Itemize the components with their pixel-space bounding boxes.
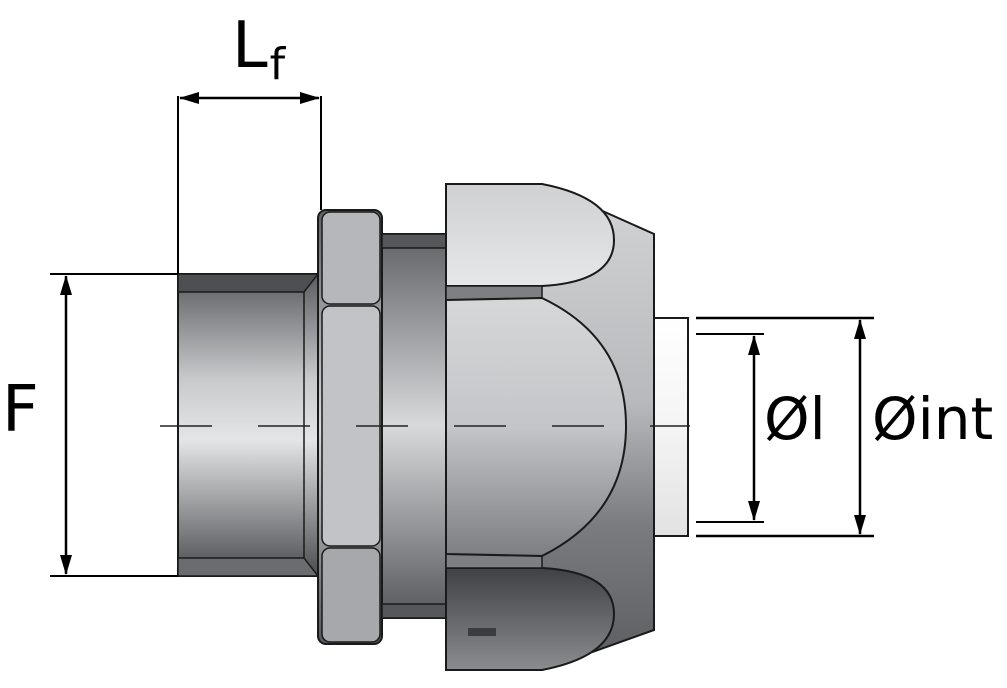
tube-stub	[653, 317, 689, 537]
ol-label: Øl	[764, 385, 826, 453]
threaded-body	[177, 273, 320, 577]
ol-dimension	[696, 333, 764, 523]
lf-label-main: L	[232, 9, 268, 83]
lf-label-subscript: f	[269, 39, 286, 90]
compression-cap	[445, 183, 655, 671]
hex-nut	[317, 209, 383, 645]
f-label: F	[2, 373, 39, 447]
oint-dimension	[696, 316, 874, 538]
oint-label: Øint	[872, 385, 994, 453]
lf-dimension	[177, 92, 322, 274]
f-dimension	[50, 273, 178, 577]
lf-label: Lf	[232, 14, 285, 87]
